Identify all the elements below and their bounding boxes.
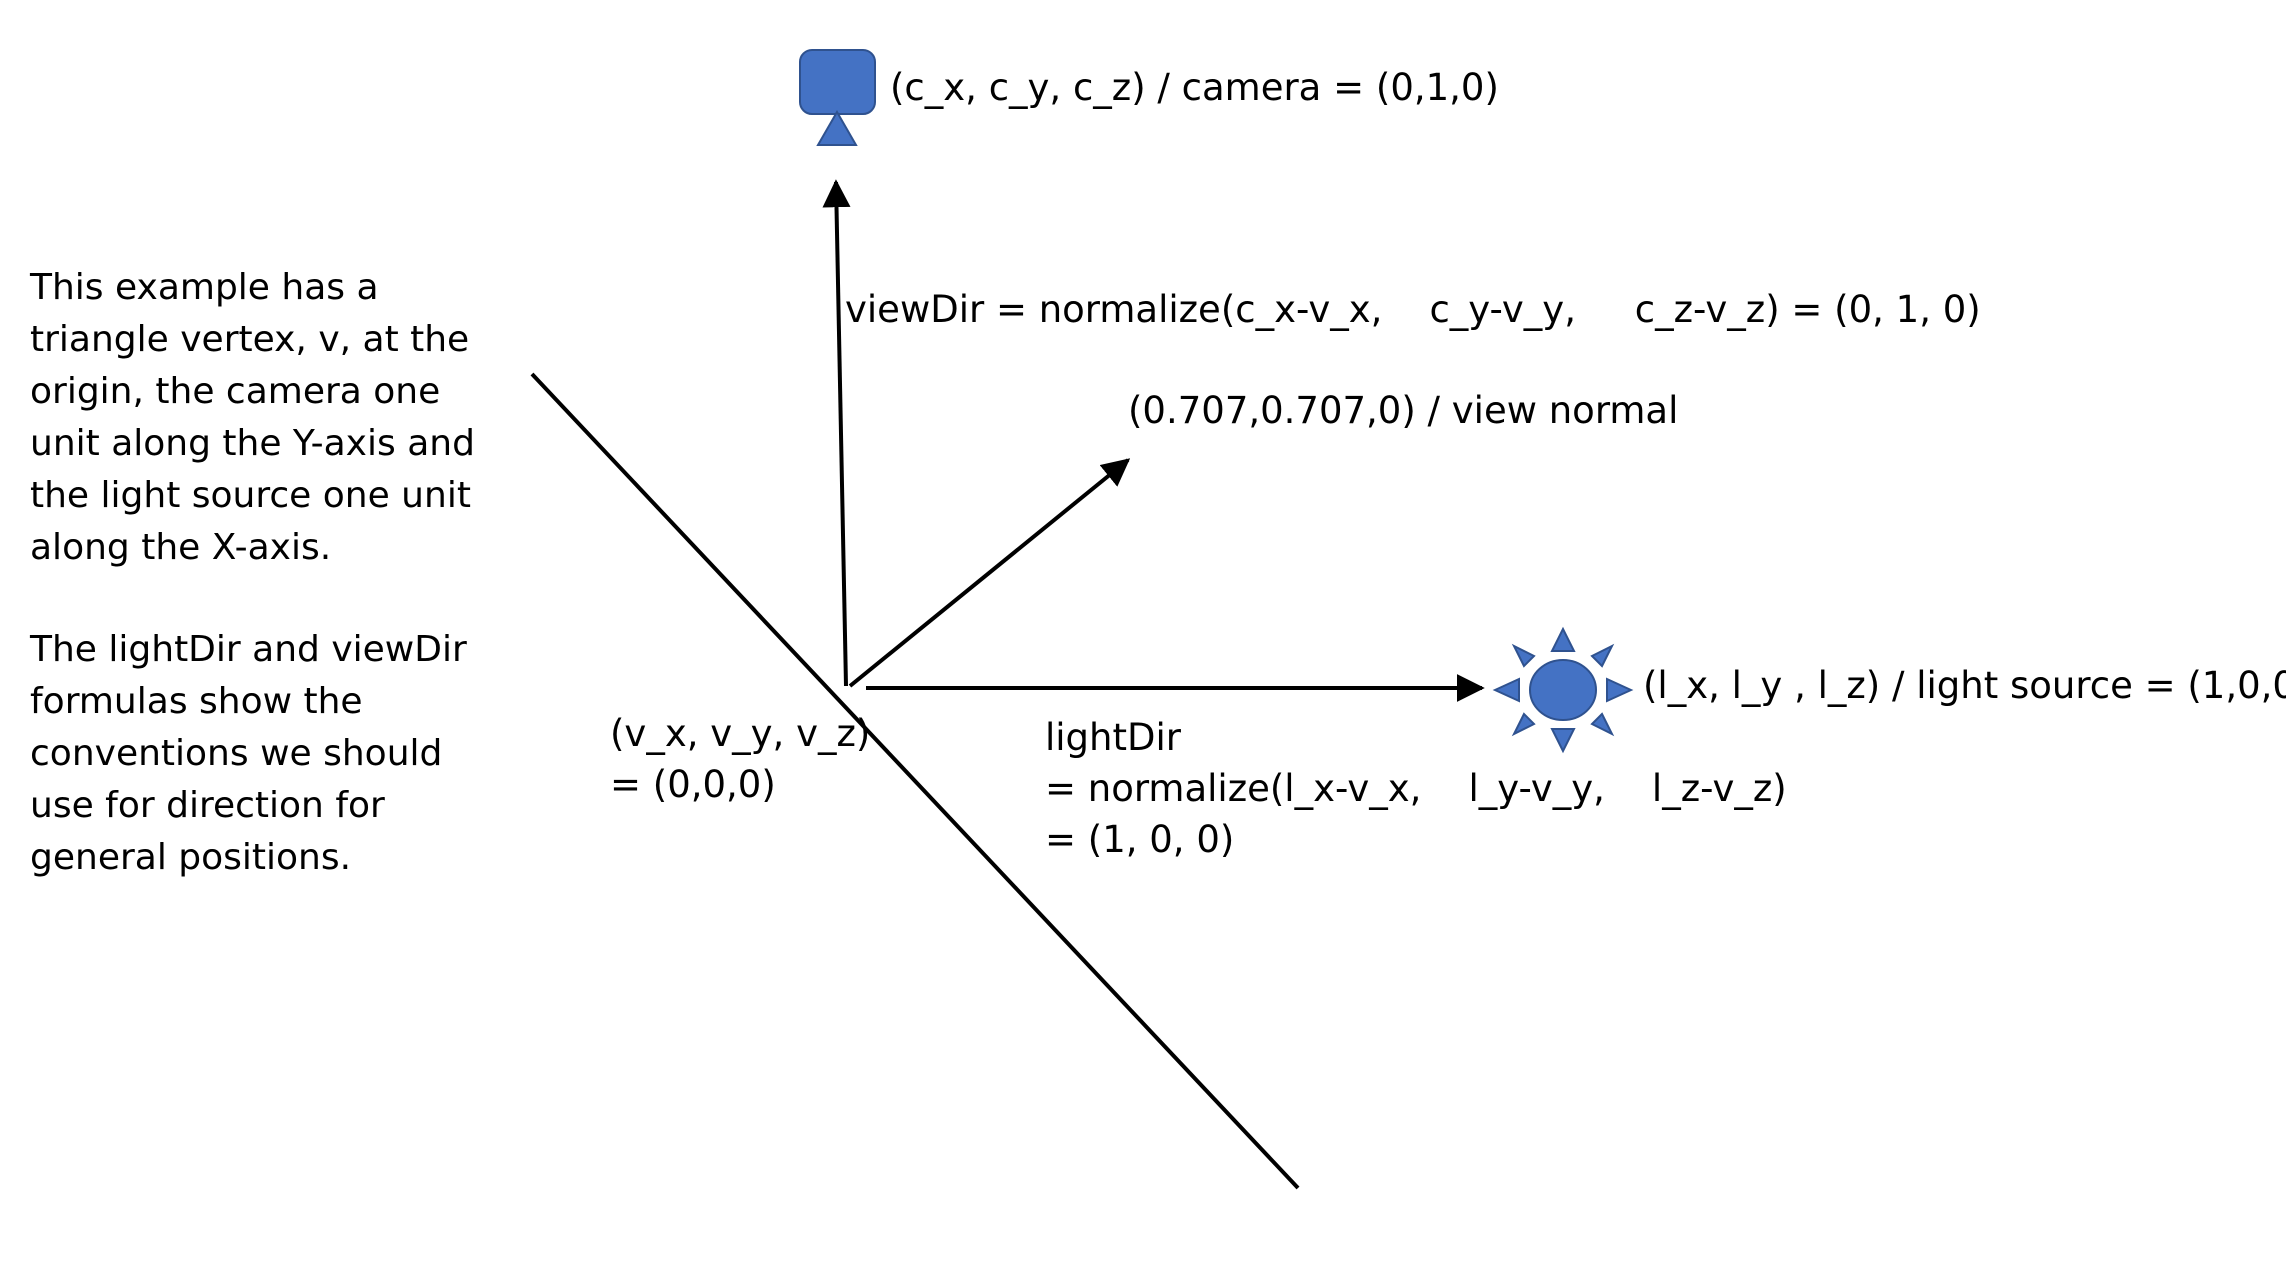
view-dir-arrow: [822, 179, 851, 687]
vertex-label: (v_x, v_y, v_z): [610, 712, 870, 755]
explanation-line: along the X-axis.: [30, 527, 332, 568]
view-normal-label: (0.707,0.707,0) / view normal: [1128, 389, 1678, 432]
explanation-line: origin, the camera one: [30, 371, 441, 412]
explanation-line: The lightDir and viewDir: [30, 629, 467, 670]
explanation-line: use for direction for: [30, 785, 385, 826]
light-dir-formula: = normalize(l_x-v_x, l_y-v_y, l_z-v_z): [1045, 767, 1787, 810]
sun-icon: [1492, 626, 1634, 754]
explanation-paragraph-1: This example has a triangle vertex, v, a…: [30, 262, 490, 574]
explanation-line: conventions we should: [30, 733, 443, 774]
explanation-line: This example has a: [30, 267, 379, 308]
explanation-line: the light source one unit: [30, 475, 471, 516]
explanation-line: general positions.: [30, 837, 352, 878]
camera-label: (c_x, c_y, c_z) / camera = (0,1,0): [890, 66, 1499, 109]
explanation-line: triangle vertex, v, at the: [30, 319, 470, 360]
light-dir-label: lightDir: [1045, 716, 1182, 759]
view-normal-arrow: [848, 458, 1131, 688]
view-dir-label: viewDir = normalize(c_x-v_x, c_y-v_y, c_…: [845, 288, 1981, 331]
explanation-paragraph-2: The lightDir and viewDir formulas show t…: [30, 624, 490, 884]
surface-line: [530, 372, 1300, 1190]
camera-icon: [799, 49, 876, 146]
light-source-label: (l_x, l_y , l_z) / light source = (1,0,0…: [1643, 664, 2286, 707]
explanation-line: unit along the Y-axis and: [30, 423, 475, 464]
vertex-value: = (0,0,0): [610, 763, 776, 806]
explanation-line: formulas show the: [30, 681, 363, 722]
light-dir-value: = (1, 0, 0): [1045, 818, 1234, 861]
